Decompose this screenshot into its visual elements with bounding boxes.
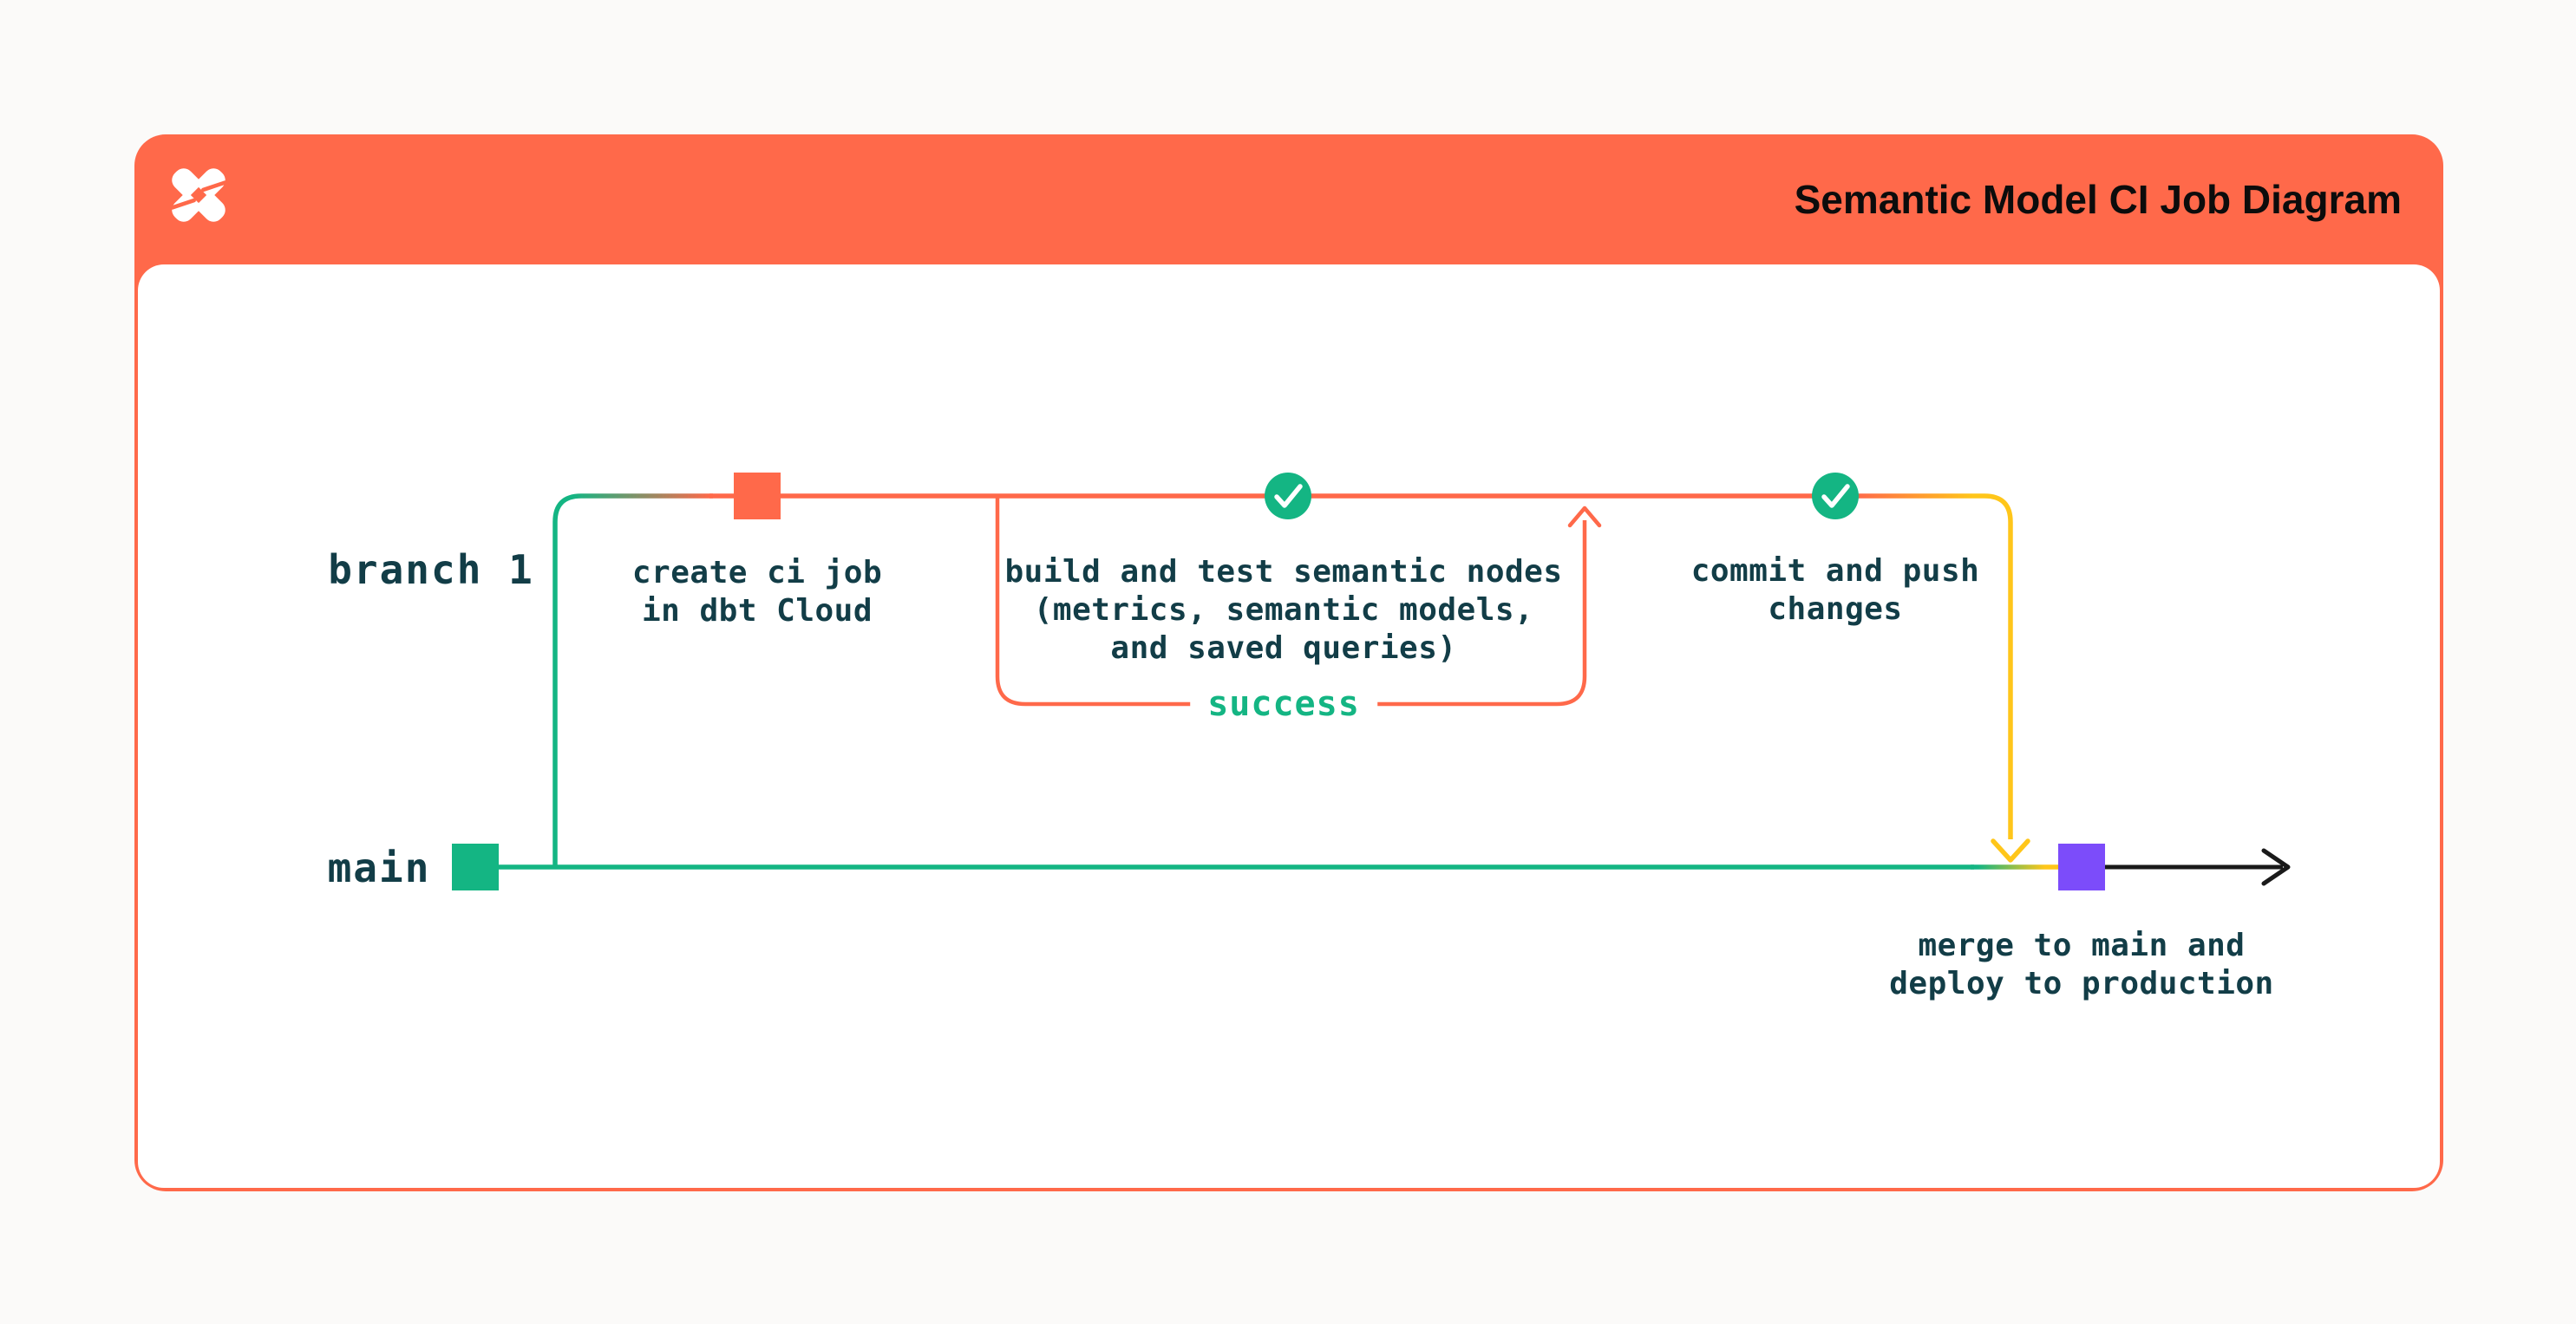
success-label: success	[1190, 682, 1377, 726]
dbt-logo-icon	[170, 168, 227, 222]
node-label-create-ci-job: create ci job in dbt Cloud	[631, 555, 883, 629]
node-label-commit-and-push: commit and push changes	[1690, 553, 1980, 627]
card-header: Semantic Model CI Job Diagram	[134, 134, 2443, 264]
node-label-build-and-test: build and test semantic nodes (metrics, …	[1004, 554, 1563, 666]
card-body	[138, 264, 2440, 1188]
page-title: Semantic Model CI Job Diagram	[1794, 177, 2402, 222]
node-label-merge-deploy: merge to main and deploy to production	[1889, 928, 2274, 1001]
branch-label: branch 1	[328, 546, 534, 593]
diagram-card: Semantic Model CI Job Diagram	[134, 134, 2443, 1191]
main-label: main	[327, 845, 431, 891]
